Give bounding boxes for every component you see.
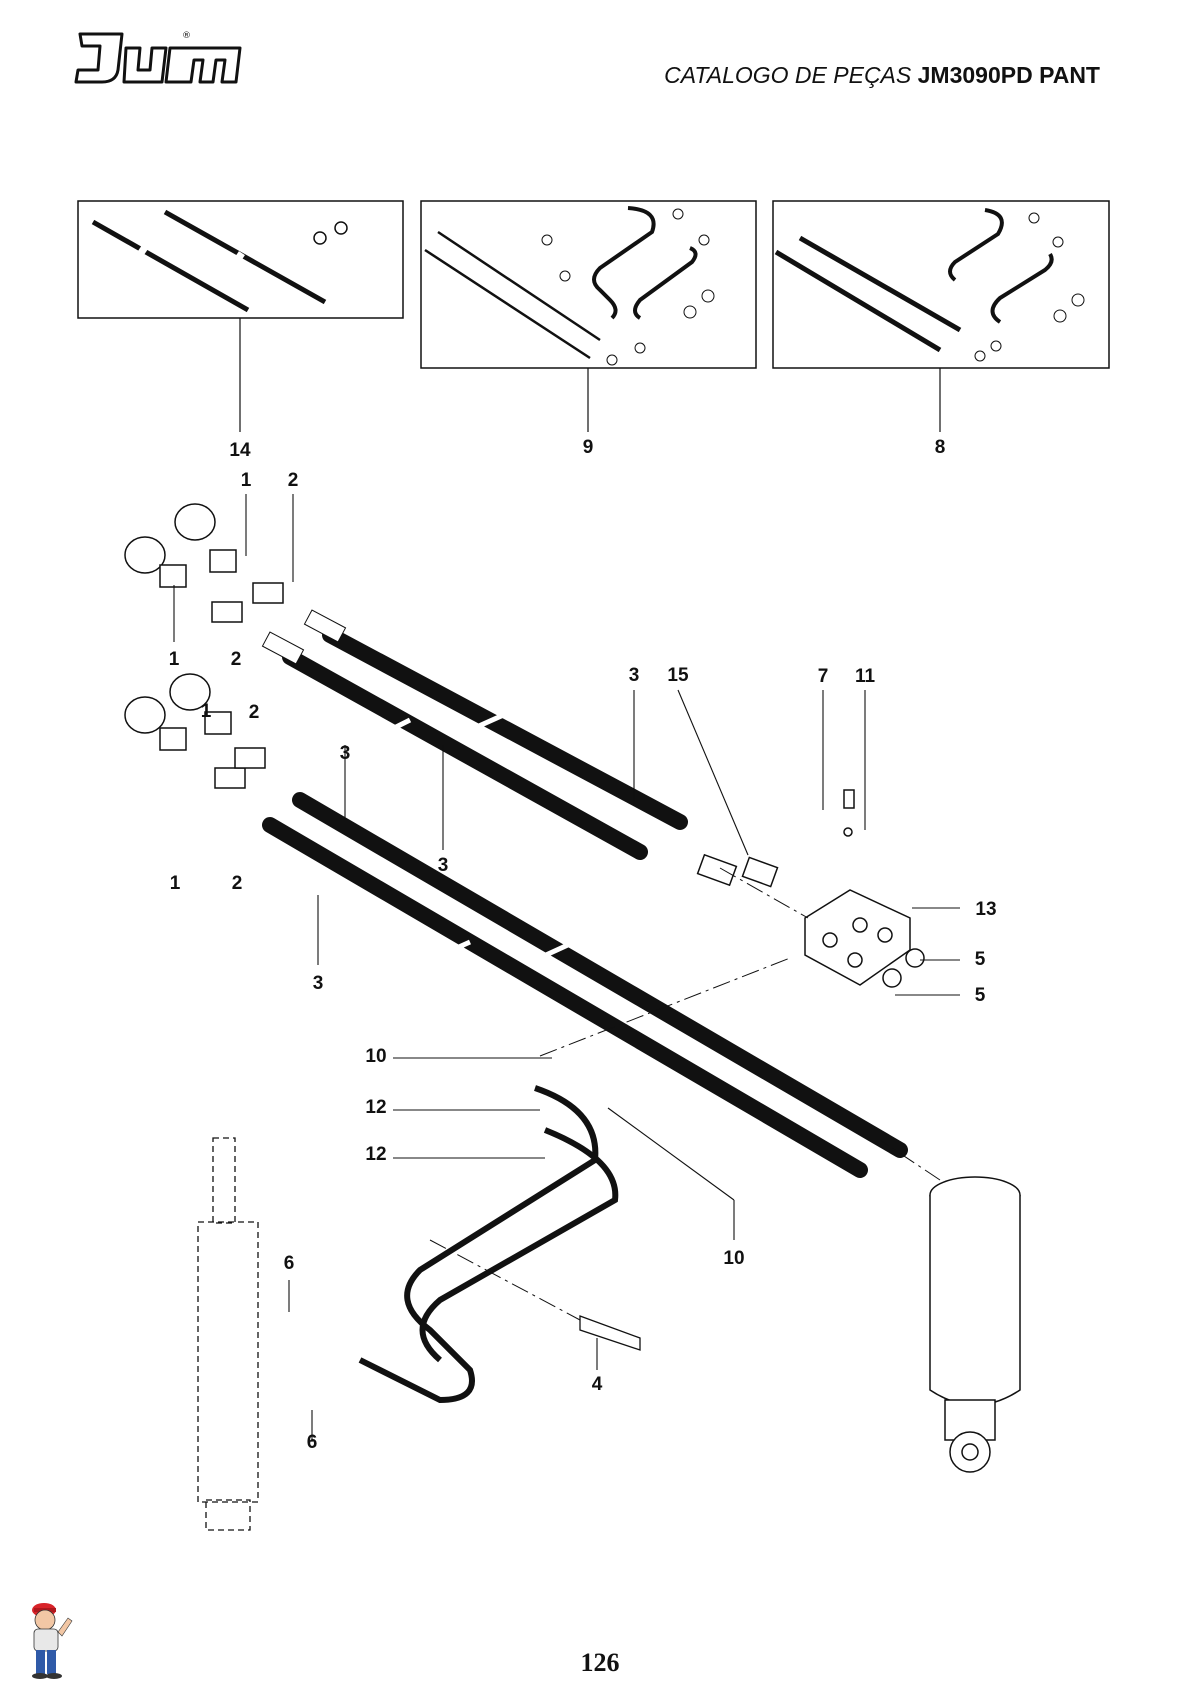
kit-box-9 [420, 200, 757, 432]
hydraulic-cylinder-left [197, 1137, 259, 1531]
mechanic-mascot-icon [32, 1603, 73, 1679]
cable-tie [579, 1315, 641, 1351]
callout-10b: 10 [723, 1248, 745, 1269]
catalog-header-title: CATALOGO DE PEÇAS JM3090PD PANT [664, 62, 1100, 89]
kit-box-14 [77, 200, 404, 432]
valve-block [696, 789, 925, 988]
svg-text:®: ® [182, 31, 191, 41]
callout-14: 14 [229, 440, 251, 461]
callout-3a: 3 [628, 665, 640, 686]
hose-assembly-lower [262, 792, 908, 1178]
callout-6b: 6 [306, 1432, 318, 1453]
callout-leaders [173, 494, 960, 1442]
callout-11: 11 [854, 666, 876, 687]
callout-3c: 3 [437, 855, 449, 876]
hydraulic-cylinder-right [929, 1176, 1021, 1473]
callout-2d: 2 [231, 873, 243, 894]
callout-5b: 5 [974, 985, 986, 1006]
kit-box-8 [772, 200, 1110, 432]
callout-7: 7 [817, 666, 829, 687]
callout-4: 4 [591, 1374, 603, 1395]
callout-1b: 1 [168, 649, 180, 670]
callout-15: 15 [667, 665, 689, 686]
coupler-group-upper [124, 503, 284, 789]
jumil-logo: ® [74, 31, 242, 84]
callout-8: 8 [934, 437, 946, 458]
callout-3b: 3 [339, 743, 351, 764]
hose-assembly-upper [261, 609, 688, 860]
catalog-prefix: CATALOGO DE PEÇAS [664, 62, 912, 88]
callout-5a: 5 [974, 949, 986, 970]
callout-2b: 2 [230, 649, 242, 670]
callout-10a: 10 [365, 1046, 387, 1067]
callout-9: 9 [582, 437, 594, 458]
callout-12a: 12 [365, 1097, 387, 1118]
page-number: 126 [580, 1648, 620, 1677]
callout-1d: 1 [169, 873, 181, 894]
callout-3d: 3 [312, 973, 324, 994]
callout-2a: 2 [287, 470, 299, 491]
callout-6a: 6 [283, 1253, 295, 1274]
callout-1c: 1 [200, 701, 212, 722]
model-code: JM3090PD PANT [917, 62, 1100, 88]
callout-13: 13 [975, 899, 997, 920]
callout-1a: 1 [240, 470, 252, 491]
hydraulic-lines-coiled [358, 1085, 619, 1404]
callout-2c: 2 [248, 702, 260, 723]
callout-12b: 12 [365, 1144, 387, 1165]
center-lines [429, 867, 941, 1321]
